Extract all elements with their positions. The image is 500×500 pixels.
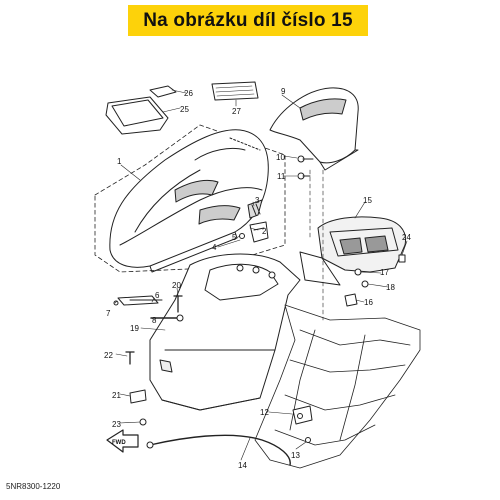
- nut-part-18: [361, 280, 369, 288]
- tray-part-25: [105, 96, 169, 135]
- callout-5: 5: [232, 233, 237, 242]
- grommet-part-16: [344, 293, 358, 307]
- callout-15: 15: [363, 196, 372, 205]
- callout-4: 4: [212, 243, 217, 252]
- nut-part-23: [139, 418, 147, 426]
- bolt-part-8-head: [176, 314, 184, 322]
- latch-part-2: [249, 221, 269, 243]
- cable-end-part-14: [146, 441, 154, 449]
- callout-10: 10: [276, 153, 285, 162]
- callout-18: 18: [386, 283, 395, 292]
- seat-cover-part-9: [269, 87, 359, 171]
- callout-16: 16: [364, 298, 373, 307]
- callout-1: 1: [117, 157, 122, 166]
- callout-27: 27: [232, 107, 241, 116]
- callout-22: 22: [104, 351, 113, 360]
- callout-24: 24: [402, 233, 411, 242]
- clip-part-7: [113, 300, 119, 306]
- callout-12: 12: [260, 408, 269, 417]
- frame-part: [254, 304, 421, 469]
- storage-box-part-19: [149, 253, 301, 411]
- callout-3: 3: [255, 196, 260, 205]
- callout-6: 6: [155, 291, 160, 300]
- bolt-part-11: [297, 172, 311, 180]
- target-part-15: [299, 216, 407, 286]
- callout-9: 9: [281, 87, 286, 96]
- callout-17: 17: [380, 268, 389, 277]
- callout-7: 7: [106, 309, 111, 318]
- fwd-label: FWD: [112, 440, 126, 446]
- callout-14: 14: [238, 461, 247, 470]
- latch-part-12: [292, 405, 313, 425]
- callout-2: 2: [262, 227, 267, 236]
- bolt-part-22: [125, 351, 135, 365]
- callout-20: 20: [172, 281, 181, 290]
- callout-19: 19: [130, 324, 139, 333]
- callout-25: 25: [180, 105, 189, 114]
- part-code: 5NR8300-1220: [6, 482, 61, 491]
- page-title: Na obrázku díl číslo 15: [143, 9, 353, 31]
- screw-part-13: [305, 437, 311, 443]
- seat-part: [109, 129, 269, 273]
- forward-arrow-icon: [106, 429, 139, 453]
- leader-lines: [114, 89, 408, 461]
- callout-23: 23: [112, 420, 121, 429]
- bolt-part-24: [398, 254, 406, 263]
- bracket-part-21: [129, 389, 147, 404]
- callout-21: 21: [112, 391, 121, 400]
- spring-part-3: [247, 199, 263, 219]
- seat-assembly-boundary: [94, 124, 286, 273]
- bolt-part-10: [297, 155, 314, 163]
- cable-part-14: [149, 434, 291, 466]
- part-callouts: 1 2 3 4 5 6 7 8 9 10 11 12 13 14 15 16 1…: [104, 87, 411, 470]
- title-banner: Na obrázku díl číslo 15: [128, 5, 368, 36]
- callout-11: 11: [277, 172, 286, 181]
- callout-26: 26: [184, 89, 193, 98]
- callout-13: 13: [291, 451, 300, 460]
- clip-part-26: [149, 85, 177, 98]
- callout-8: 8: [152, 316, 157, 325]
- manual-part-27: [211, 81, 259, 101]
- pin-part-6: [117, 295, 163, 306]
